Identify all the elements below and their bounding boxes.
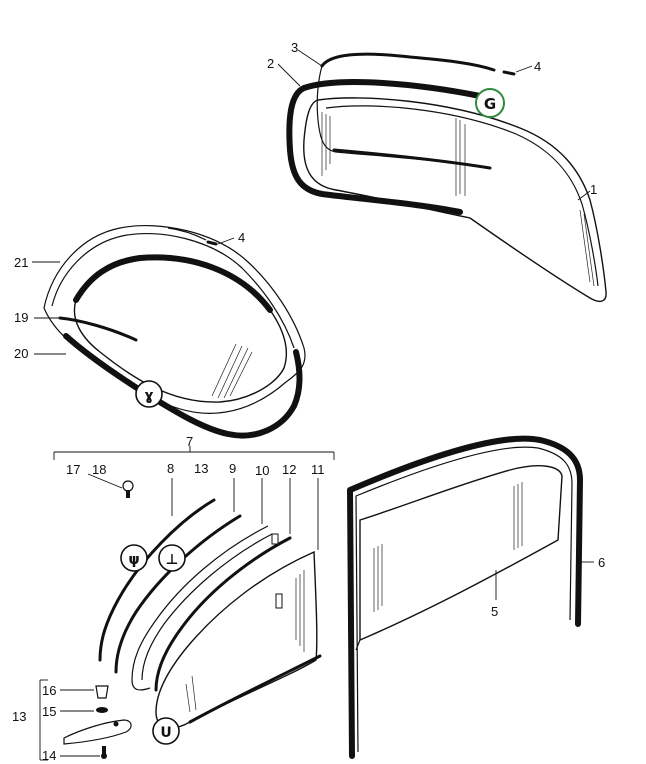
callout-12: 12 [282, 462, 296, 477]
windscreen-hatching [211, 343, 253, 399]
callout-15: 15 [42, 704, 56, 719]
callout-13-parts: 13 [12, 709, 26, 724]
callout-5: 5 [491, 604, 498, 619]
door-channel-12 [154, 536, 292, 692]
callout-10: 10 [255, 463, 269, 478]
door-seal-profile-badge-c[interactable] [152, 717, 180, 745]
callout-19: 19 [14, 310, 28, 325]
door-frame-bracket-bottom [275, 593, 283, 609]
callout-4-rear: 4 [534, 59, 541, 74]
rear-window-assembly: G [286, 52, 607, 303]
side-window-seal [347, 435, 583, 759]
side-window-glass-edge [355, 639, 361, 651]
windscreen-seal-profile-badge[interactable] [135, 380, 163, 408]
windscreen-moulding-end [167, 227, 207, 241]
side-window-glass [359, 465, 563, 642]
screw-14 [101, 746, 107, 759]
door-seal-profile-icon-a: ψ [128, 552, 139, 568]
side-window-seal-inner [355, 446, 573, 753]
callout-11: 11 [311, 462, 325, 477]
windscreen-clip [206, 240, 218, 246]
leader-lines [32, 49, 594, 761]
callout-2: 2 [267, 56, 274, 71]
door-seal-profile-icon-c: U [160, 725, 171, 741]
seal-profile-badge[interactable] [475, 88, 505, 118]
bushing-16 [95, 685, 109, 699]
windscreen-moulding-inner [51, 233, 295, 349]
rear-window-glass-inner [325, 105, 599, 287]
windscreen-seal-profile-icon: ɣ [144, 388, 153, 404]
door-seal-profile-badge-a[interactable] [120, 544, 148, 572]
callout-4-windscreen: 4 [238, 230, 245, 245]
door-glass-hatching [185, 570, 305, 713]
catch-lever-13 [63, 719, 132, 745]
windscreen-seal-top [73, 254, 273, 313]
rear-window-moulding [320, 52, 496, 72]
callout-13-door: 13 [194, 461, 208, 476]
callout-1: 1 [590, 182, 597, 197]
rear-window-hatching [321, 112, 595, 287]
door-seal-profile-icon-b: ⊥ [166, 552, 179, 568]
callout-21: 21 [14, 255, 28, 270]
windscreen-assembly: ɣ [43, 225, 306, 439]
door-seal-9 [114, 514, 242, 674]
callout-7: 7 [186, 434, 193, 449]
side-window-hatching [373, 482, 523, 612]
door-seal-profile-badge-b[interactable] [158, 544, 186, 572]
callout-8: 8 [167, 461, 174, 476]
screw-18 [122, 480, 134, 498]
callout-20: 20 [14, 346, 28, 361]
seal-profile-icon: G [484, 95, 496, 113]
callout-6: 6 [598, 555, 605, 570]
door-bottom-strip [188, 654, 322, 724]
door-seal-8 [98, 498, 216, 662]
rear-window-glass [303, 97, 607, 303]
door-frame-10-b [141, 533, 273, 681]
door-window-assembly: ψ ⊥ U [63, 480, 322, 759]
rear-window-clip [502, 70, 516, 76]
rear-window-seal [286, 79, 483, 215]
callout-18: 18 [92, 462, 106, 477]
door-frame-10 [131, 525, 269, 691]
windscreen-seal [63, 333, 303, 439]
callout-16: 16 [42, 683, 56, 698]
windscreen-strip [58, 316, 138, 342]
callout-9: 9 [229, 461, 236, 476]
callout-3: 3 [291, 40, 298, 55]
rear-window-moulding-strip [332, 148, 492, 170]
callout-17: 17 [66, 462, 80, 477]
door-glass-11 [155, 550, 318, 729]
door-frame-bracket-top [271, 533, 279, 545]
callout-labels: 3 2 4 1 4 21 19 20 7 17 18 8 13 9 10 12 … [12, 40, 605, 763]
callout-14: 14 [42, 748, 56, 763]
side-window-assembly [347, 435, 583, 759]
washer-15 [96, 707, 108, 713]
